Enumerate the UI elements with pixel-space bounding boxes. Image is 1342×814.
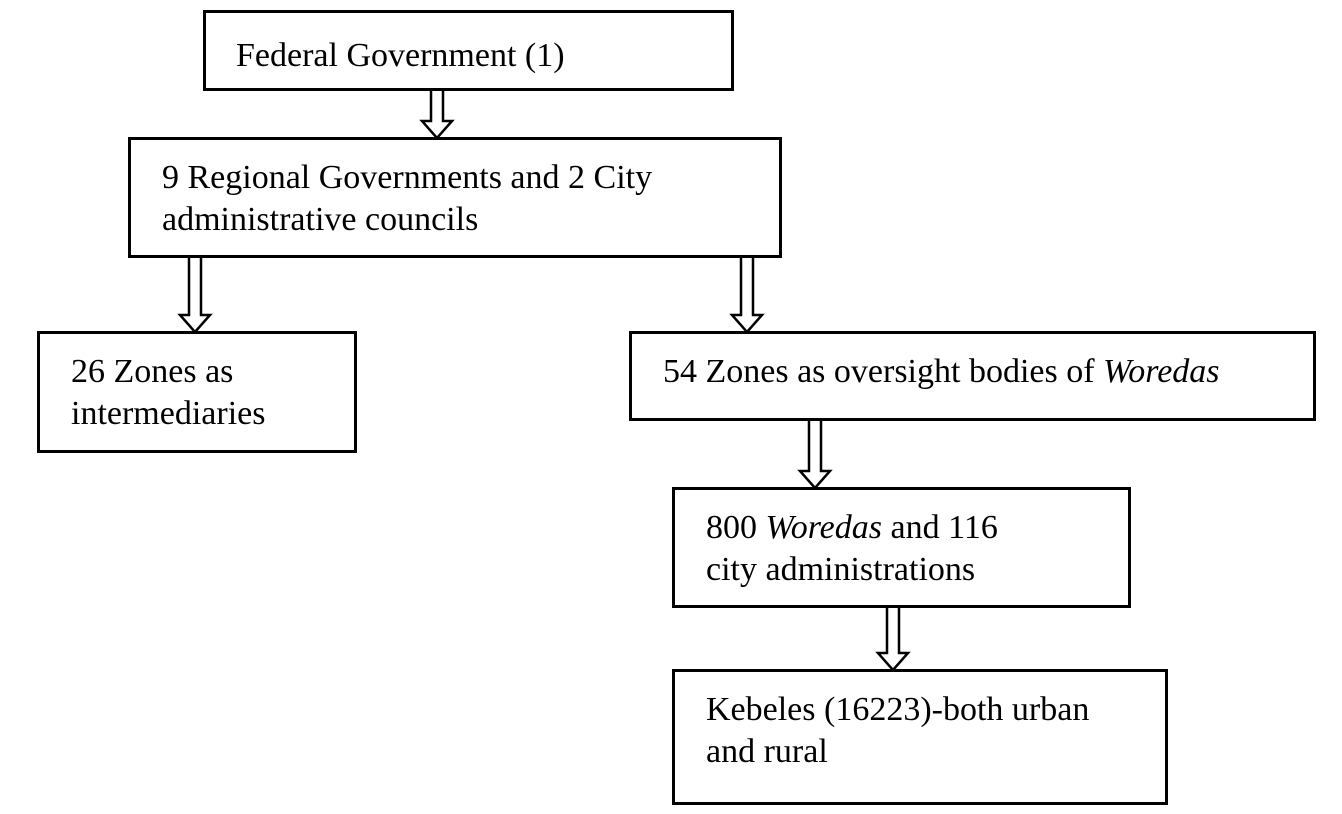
- node-label-line-2: administrative councils: [162, 201, 479, 238]
- node-label-line-1: 26 Zones as: [71, 353, 234, 390]
- node-label-line-1: 54 Zones as oversight bodies of Woredas: [663, 351, 1313, 393]
- arrow-zones54-to-woredas: [797, 420, 833, 490]
- node-label-line-1: 9 Regional Governments and 2 City: [162, 159, 653, 196]
- arrow-federal-to-regional: [419, 90, 455, 140]
- node-label: Federal Government (1): [236, 37, 565, 74]
- node-woredas-city-administrations: 800 Woredas and 116 city administrations: [672, 487, 1131, 608]
- arrow-regional-to-zones26: [177, 257, 213, 334]
- arrow-woredas-to-kebeles: [875, 607, 911, 672]
- node-label-line-1: Kebeles (16223)-both urban: [706, 691, 1090, 728]
- node-label-prefix: 800: [706, 509, 766, 546]
- node-regional-governments: 9 Regional Governments and 2 City admini…: [128, 137, 782, 258]
- arrow-regional-to-zones54: [729, 257, 765, 334]
- node-label-suffix: and 116: [882, 509, 998, 546]
- node-label-text: 54 Zones as oversight bodies of: [663, 353, 1104, 390]
- node-label-italic: Woredas: [1103, 353, 1220, 390]
- node-label-italic: Woredas: [765, 509, 883, 546]
- node-zones-oversight: 54 Zones as oversight bodies of Woredas: [629, 331, 1316, 421]
- node-zones-intermediaries: 26 Zones as intermediaries: [37, 331, 357, 453]
- node-label-line-2: intermediaries: [71, 395, 266, 432]
- node-label-line-1: 800 Woredas and 116: [706, 507, 1128, 549]
- node-label-line-2: city administrations: [706, 551, 976, 588]
- node-label-line-2: and rural: [706, 733, 828, 770]
- node-kebeles: Kebeles (16223)-both urban and rural: [672, 669, 1168, 805]
- node-federal-government: Federal Government (1): [203, 10, 734, 91]
